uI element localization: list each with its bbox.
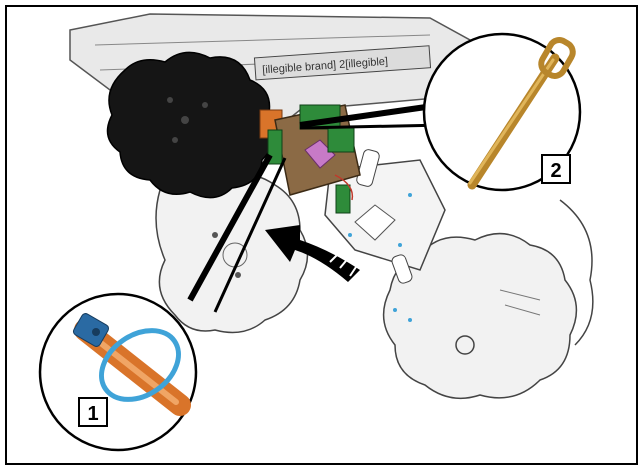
- machine-frame: [illegible brand] 2[illegible]: [69, 13, 471, 151]
- callout-2-label-box: [541, 154, 571, 184]
- callout-1-label: 1: [87, 403, 98, 425]
- linkage-arm: [324, 149, 446, 322]
- callout-2-label: 2: [550, 160, 561, 182]
- linch-pin-icon: [72, 313, 191, 416]
- machine-plate: [253, 45, 432, 81]
- t-handle-pin-icon: [467, 37, 576, 190]
- callout-1: 1: [38, 292, 198, 452]
- disc-light-right: [382, 199, 594, 400]
- callout-2: 2: [422, 32, 582, 192]
- rotation-arrow: [265, 225, 360, 282]
- leader-lines: [187, 102, 446, 313]
- callout-1-label-box: [78, 397, 108, 427]
